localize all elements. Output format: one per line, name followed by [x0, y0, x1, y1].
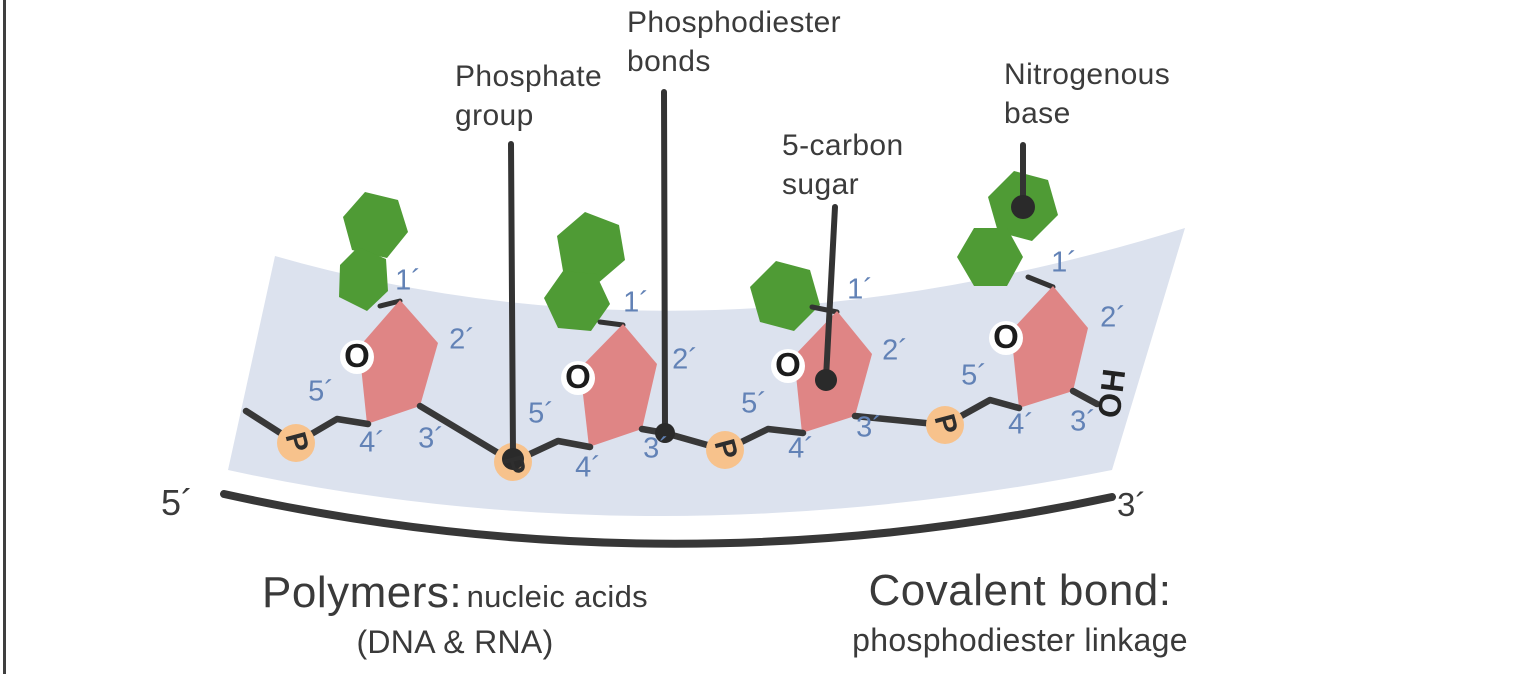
- covalent-title: Covalent bond:: [868, 566, 1172, 615]
- base2-lower-ring-shape: [544, 271, 610, 331]
- three-prime-end-label: 3´: [1117, 486, 1147, 523]
- sugar2-c5-label: 5´: [528, 397, 554, 430]
- sugar2-pentagon-shape: [580, 324, 657, 447]
- sugar2-c2-label: 2´: [672, 343, 698, 376]
- sugar3-c2-label: 2´: [882, 334, 908, 367]
- sugar1-oxygen-label: O: [344, 337, 370, 375]
- phosphates-group: [277, 406, 964, 481]
- sugar2-c1-label: 1´: [623, 286, 649, 319]
- nitrogenous-bases-group: [339, 171, 1058, 331]
- nitrogenous-base-line2: base: [1004, 97, 1071, 130]
- hydroxyl-label: OH: [1090, 365, 1133, 420]
- base4-lower-ring-shape: [957, 228, 1023, 286]
- sugar4-c2-label: 2´: [1100, 301, 1126, 334]
- base1-upper-ring-shape: [343, 192, 408, 258]
- sugar3-oxygen-notch: [771, 349, 805, 383]
- sugar4-c1-label: 1´: [1051, 246, 1077, 279]
- covalent-subtitle: phosphodiester linkage: [852, 622, 1188, 658]
- base2-sugar-bond: [597, 319, 626, 328]
- base1-sugar-bond: [377, 298, 403, 309]
- five-carbon-sugar-line1: 5-carbon: [782, 129, 904, 162]
- sugar2-c3-label: 3´: [643, 432, 669, 465]
- phosphate1-circle: [277, 424, 315, 462]
- covalent-bond-caption: Covalent bond: phosphodiester linkage: [825, 566, 1215, 659]
- sugar1-c2-label: 2´: [449, 323, 475, 356]
- sugar4-c3-label: 3´: [1070, 405, 1096, 438]
- pointer-dots-group: [502, 195, 1035, 470]
- glycosidic-bonds-group: [377, 274, 1056, 328]
- nitrogenous-base-line1: Nitrogenous: [1004, 58, 1171, 91]
- sugar4-oxygen-notch: [989, 321, 1023, 355]
- sugar4-oxygen-label: O: [993, 318, 1019, 356]
- phosphate-group-label: Phosphate group: [455, 57, 602, 135]
- phosphodiester-bonds-line2: bonds: [627, 45, 711, 78]
- phosphate-group-line1: Phosphate: [455, 60, 603, 93]
- sugar2-oxygen-notch: [561, 361, 595, 395]
- sugar3-oxygen-label: O: [775, 346, 801, 384]
- polymers-title: Polymers:: [262, 568, 463, 617]
- phosphate-pointer-dot: [502, 448, 524, 470]
- sugar1-c1-label: 1´: [395, 264, 421, 297]
- sugar1-c3-label: 3´: [418, 422, 444, 455]
- base3-ring-shape: [750, 261, 820, 331]
- sugar4-pentagon-shape: [1011, 286, 1088, 408]
- hydroxyl-bond: [1069, 387, 1101, 408]
- phosphodiester-pointer-dot: [655, 423, 675, 443]
- phosphodiester-pointer-line: [661, 89, 668, 433]
- polymers-detail: (DNA & RNA): [356, 624, 554, 660]
- base-pointer-dot: [1011, 195, 1035, 219]
- strand-direction-curve: [220, 490, 1116, 548]
- sugar1-oxygen-notch: [340, 340, 374, 374]
- nitrogenous-base-label: Nitrogenous base: [1004, 55, 1170, 133]
- five-carbon-sugar-line2: sugar: [782, 168, 860, 201]
- sugar4-c5-label: 5´: [961, 359, 987, 392]
- sugar-phosphate-ribbon: [228, 228, 1185, 516]
- five-carbon-sugar-label: 5-carbon sugar: [782, 126, 904, 204]
- sugar-pointer-dot: [815, 369, 837, 391]
- sugar4-c4-label: 4´: [1008, 408, 1034, 441]
- base3-sugar-bond: [809, 304, 840, 315]
- polymers-caption-line1: Polymers: nucleic acids: [235, 568, 675, 618]
- base2-upper-ring-shape: [557, 212, 625, 284]
- polymers-caption: Polymers: nucleic acids (DNA & RNA): [235, 568, 675, 661]
- base1-lower-ring-shape: [339, 247, 388, 311]
- sugar1-c4-label: 4´: [359, 426, 385, 459]
- five-prime-end-label: 5´: [161, 482, 194, 523]
- sugar2-c4-label: 4´: [575, 451, 601, 484]
- phosphodiester-bonds-label: Phosphodiester bonds: [627, 3, 841, 81]
- sugar2-oxygen-label: O: [565, 358, 591, 396]
- sugar3-c1-label: 1´: [847, 273, 873, 306]
- sugar3-c4-label: 4´: [788, 432, 814, 465]
- phosphodiester-bonds-line1: Phosphodiester: [627, 6, 842, 39]
- phosphate-group-line2: group: [455, 99, 534, 132]
- sugar1-c5-label: 5´: [308, 375, 334, 408]
- phosphate-pointer-line: [508, 141, 516, 458]
- sugar3-c3-label: 3´: [856, 411, 882, 444]
- sugar-pointer-line: [823, 204, 838, 381]
- base4-sugar-bond: [1025, 274, 1056, 290]
- polymers-subtitle: nucleic acids: [466, 579, 648, 614]
- figure-left-border: [3, 0, 6, 674]
- sugar3-c5-label: 5´: [741, 387, 767, 420]
- phosphate3-circle: [706, 431, 744, 469]
- oxygen-notches-group: [340, 321, 1023, 395]
- phosphate4-circle: [926, 406, 964, 444]
- sugar1-pentagon-shape: [359, 300, 438, 424]
